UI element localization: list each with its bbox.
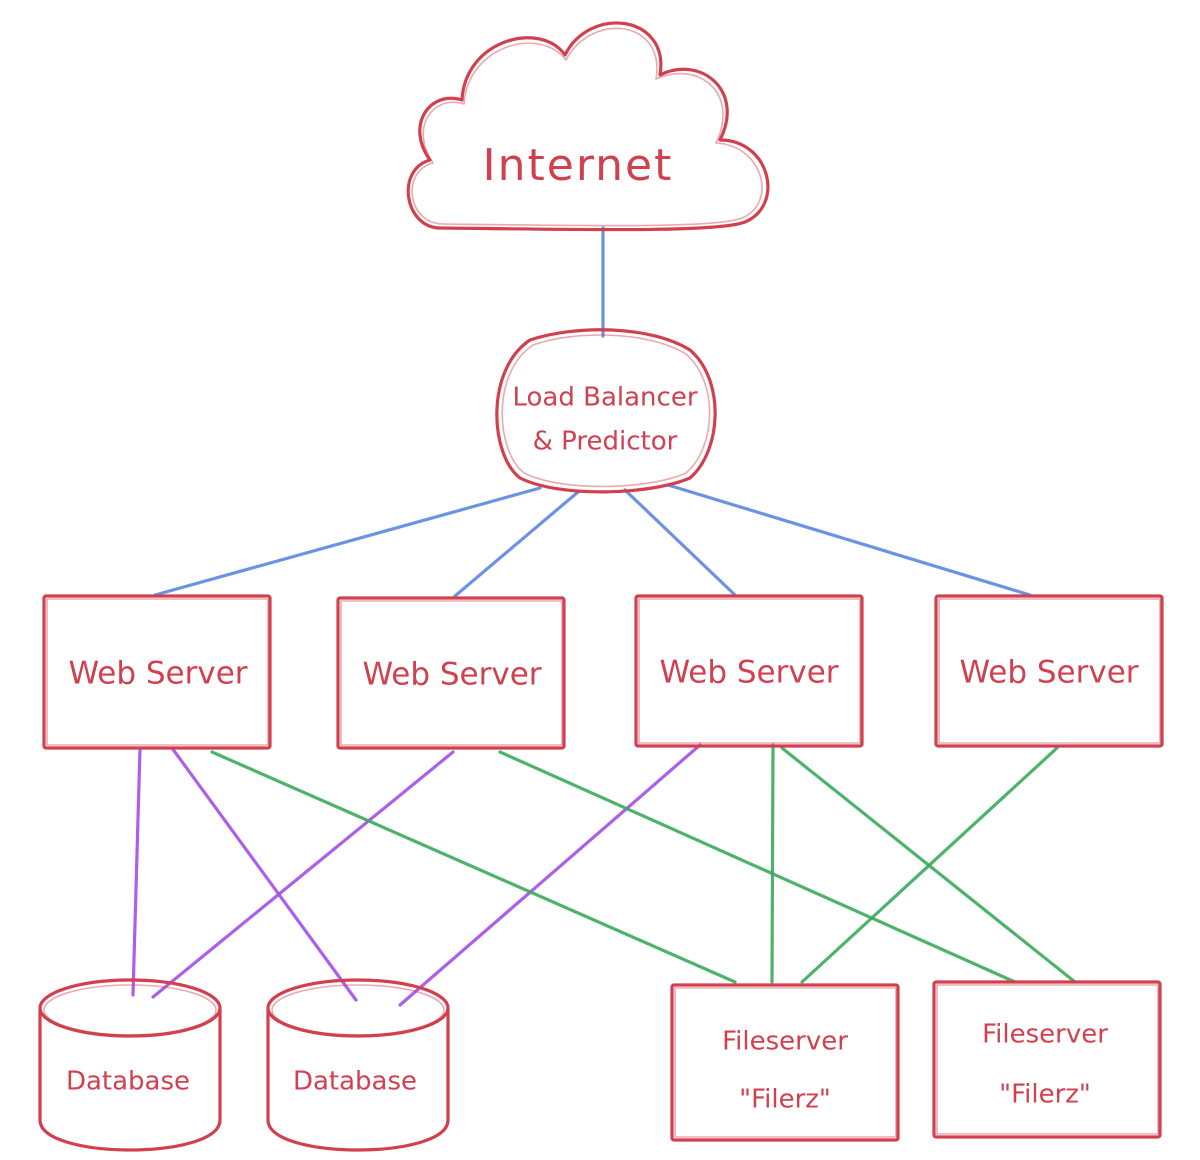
database-cylinder <box>38 1008 222 1152</box>
fileserver-label-line1: Fileserver <box>722 1027 848 1057</box>
internet-node: Internet <box>406 21 770 232</box>
load-balancer-node: Load Balancer & Predictor <box>495 328 717 494</box>
link-web-server-1-to-database-2 <box>170 746 358 1002</box>
web-server-box <box>934 594 1164 748</box>
web-server-box <box>634 594 864 748</box>
database-label: Database <box>66 1067 190 1097</box>
web-server-4: Web Server <box>934 594 1164 748</box>
web-server-2: Web Server <box>336 596 566 750</box>
link-web-server-1-to-database-1 <box>131 746 142 997</box>
fileserver-label-line2: "Filerz" <box>999 1080 1091 1110</box>
link-balancer-to-web-server-3 <box>623 488 737 597</box>
web-server-1: Web Server <box>42 594 272 750</box>
fileserver-label-line1: Fileserver <box>982 1020 1108 1050</box>
database-label: Database <box>293 1067 417 1097</box>
connections <box>131 226 1077 1007</box>
web-server-3: Web Server <box>634 594 864 748</box>
database-top <box>38 978 222 1038</box>
link-web-server-3-to-database-2 <box>398 743 702 1007</box>
link-balancer-to-web-server-4 <box>666 483 1032 597</box>
link-web-server-2-to-database-1 <box>151 750 455 999</box>
web-server-box <box>336 596 566 750</box>
database-cylinder <box>266 1008 450 1152</box>
fileserver-box <box>932 980 1162 1139</box>
balancer-shape <box>495 328 717 494</box>
fileserver-1: Fileserver "Filerz" <box>670 983 900 1142</box>
balancer-label-line1: Load Balancer <box>512 383 697 413</box>
fileserver-box <box>670 983 900 1142</box>
fileserver-label-line2: "Filerz" <box>739 1085 831 1115</box>
link-balancer-to-web-server-1 <box>153 486 542 597</box>
cloud-shape <box>406 21 770 232</box>
database-1: Database <box>38 978 222 1152</box>
balancer-label-line2: & Predictor <box>533 427 678 457</box>
link-web-server-1-to-fileserver-1 <box>210 750 737 984</box>
link-balancer-to-web-server-2 <box>453 490 580 598</box>
fileserver-2: Fileserver "Filerz" <box>932 980 1162 1139</box>
database-2: Database <box>266 978 450 1152</box>
web-server-label: Web Server <box>659 655 838 691</box>
web-server-label: Web Server <box>959 655 1138 691</box>
internet-label: Internet <box>483 140 674 191</box>
link-web-server-2-to-fileserver-2 <box>498 750 1017 984</box>
database-top <box>266 978 450 1038</box>
web-server-label: Web Server <box>362 657 541 693</box>
web-server-label: Web Server <box>68 656 247 692</box>
link-web-server-3-to-fileserver-1 <box>770 743 775 984</box>
web-server-box <box>42 594 272 750</box>
link-web-server-4-to-fileserver-1 <box>800 746 1059 984</box>
